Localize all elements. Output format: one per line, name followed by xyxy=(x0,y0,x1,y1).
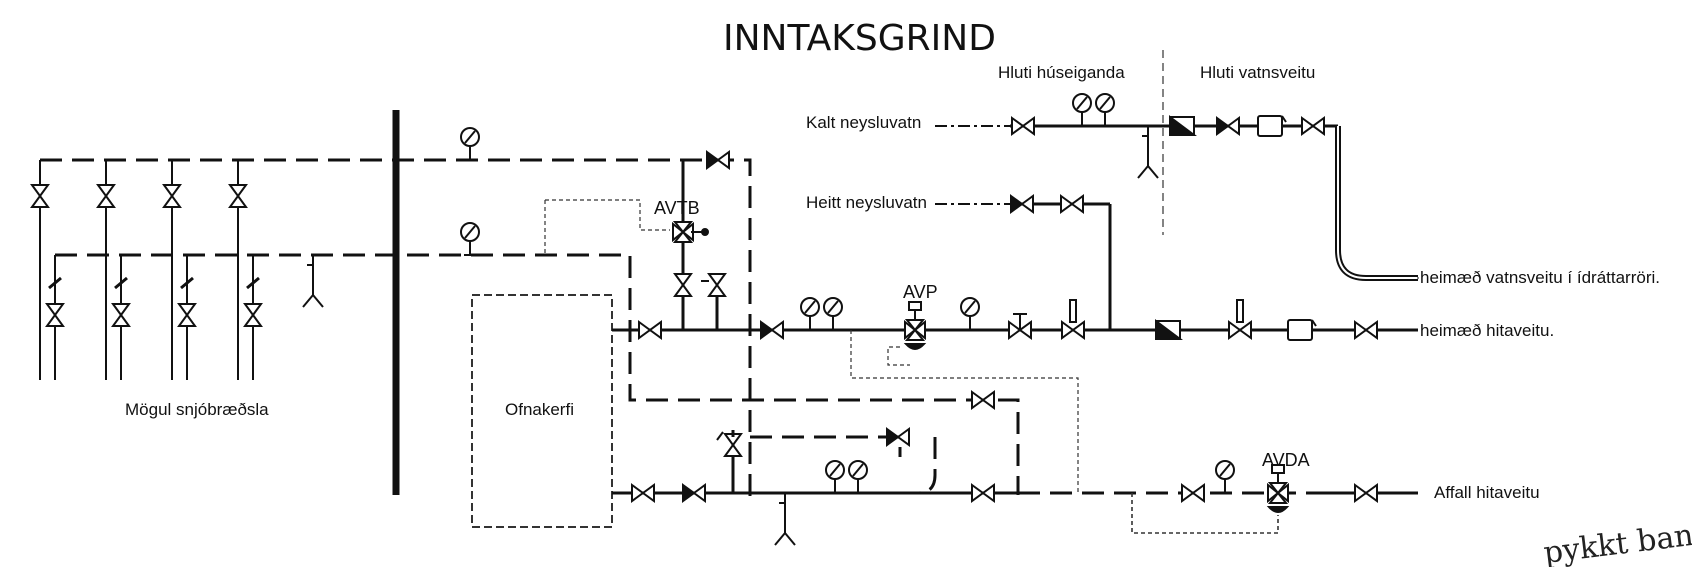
utility-conduit xyxy=(1335,126,1418,281)
supply-gauge-3-icon xyxy=(960,297,980,331)
thermometer-valve-icon xyxy=(1061,299,1085,340)
cold-utility-valve-icon xyxy=(1301,117,1325,135)
supply-gauge-1-icon xyxy=(800,297,820,331)
mixing-valve-icon xyxy=(724,433,742,457)
return-utility-valve-icon xyxy=(1354,484,1378,502)
snowmelt-check-valve-icon xyxy=(706,151,730,169)
cold-water-meter-icon xyxy=(1257,115,1287,137)
snowmelt-return-branches xyxy=(46,255,262,380)
heating-utility-valve-icon xyxy=(1354,321,1378,339)
avda-inlet-valve-icon xyxy=(1181,484,1205,502)
cold-drain-icon xyxy=(1137,125,1159,179)
return-gauge-2-icon xyxy=(848,460,868,494)
avtb-lower-valve-icon xyxy=(674,273,692,297)
hot-water-label: Heitt neysluvatn xyxy=(806,193,927,212)
hot-gate-valve-icon xyxy=(1060,195,1084,213)
return-label: Affall hitaveitu xyxy=(1434,483,1540,502)
cold-check-valve-icon xyxy=(1216,117,1240,135)
snowmelt-branches xyxy=(31,160,247,380)
snowmelt-return-valve-icon xyxy=(971,391,995,409)
heating-strainer-icon xyxy=(1155,320,1181,340)
approval-stamp: pykkt bann xyxy=(1542,516,1692,567)
cold-water-label: Kalt neysluvatn xyxy=(806,113,921,132)
utility-section-label: Hluti vatnsveitu xyxy=(1200,63,1315,82)
snowmelt-gauge-1-icon xyxy=(460,127,480,161)
return-drain-icon xyxy=(774,492,796,546)
cold-strainer-icon xyxy=(1169,116,1195,136)
radiator-box xyxy=(471,294,613,528)
return-gauge-1-icon xyxy=(825,460,845,494)
snowmelt-gauge-2-icon xyxy=(460,222,480,256)
return-gate-valve-icon xyxy=(631,484,655,502)
cold-gauge-1-icon xyxy=(1072,93,1092,127)
return-check-valve-icon xyxy=(682,484,706,502)
heat-meter-icon xyxy=(1287,319,1317,341)
bypass-check-valve-icon xyxy=(886,428,910,446)
safety-valve-icon xyxy=(701,273,727,330)
snowmelt-label: Mögul snjóbræðsla xyxy=(125,400,269,419)
avda-gauge-icon xyxy=(1215,460,1235,494)
avda-label: AVDA xyxy=(1262,450,1310,470)
supply-check-valve-icon xyxy=(760,321,784,339)
avp-control-valve-icon xyxy=(904,301,926,350)
diagram-title: INNTAKSGRIND xyxy=(723,18,996,59)
utility-supply-label: heimæð vatnsveitu í ídráttarröri. xyxy=(1420,268,1660,287)
return-valve-icon xyxy=(971,484,995,502)
cold-gauge-2-icon xyxy=(1095,93,1115,127)
heating-filter-valve-icon xyxy=(1228,299,1252,340)
owner-section-label: Hluti húseiganda xyxy=(998,63,1125,82)
strainer-valve-icon xyxy=(1008,313,1032,340)
radiator-label: Ofnakerfi xyxy=(505,400,574,419)
district-heating-label: heimæð hitaveitu. xyxy=(1420,321,1554,340)
supply-gate-valve-icon xyxy=(638,321,662,339)
snowmelt-return-line xyxy=(55,253,1020,495)
cold-gate-valve-icon xyxy=(1011,117,1035,135)
avp-label: AVP xyxy=(903,282,938,302)
avda-control-valve-icon xyxy=(1267,464,1289,513)
snowmelt-supply-line xyxy=(40,158,752,500)
snowmelt-drain-icon xyxy=(302,254,324,308)
hot-check-valve-icon xyxy=(1010,195,1034,213)
supply-gauge-2-icon xyxy=(823,297,843,331)
avtb-label: AVTB xyxy=(654,198,700,218)
avtb-valve-icon xyxy=(672,221,709,243)
